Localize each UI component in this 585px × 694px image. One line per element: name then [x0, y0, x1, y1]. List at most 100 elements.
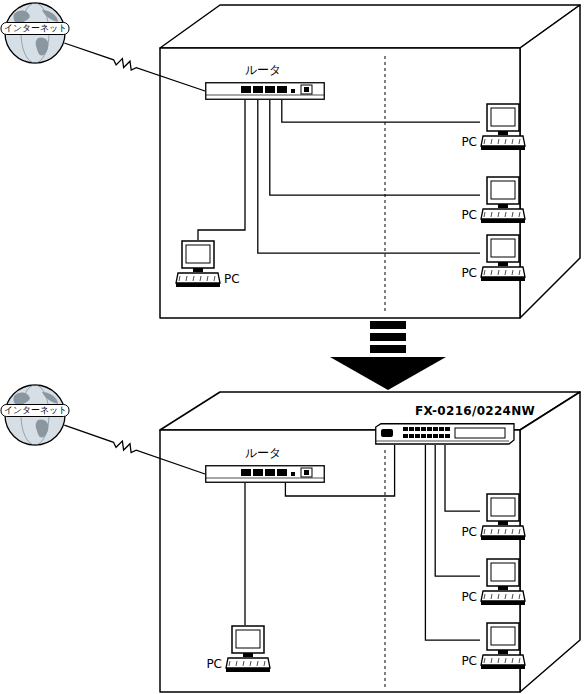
lan-port — [253, 469, 263, 476]
keyboard-key — [257, 661, 258, 666]
switch-port — [421, 434, 426, 438]
switch-body — [376, 424, 514, 444]
keyboard-key — [505, 212, 506, 217]
lan-port — [265, 86, 275, 93]
keyboard-key — [505, 594, 506, 599]
monitor-stand — [498, 131, 508, 135]
keyboard — [481, 655, 525, 665]
device-label: PC — [461, 135, 477, 149]
keyboard — [176, 273, 220, 283]
lan-cable — [258, 100, 480, 253]
pc-node: PC — [480, 234, 526, 282]
keyboard-key — [519, 529, 520, 534]
switch-panel — [455, 428, 505, 438]
pc-icon — [480, 176, 526, 224]
monitor-stand — [498, 262, 508, 266]
screen — [491, 498, 515, 516]
switch-port — [415, 427, 420, 431]
keyboard-key — [519, 658, 520, 663]
keyboard — [226, 658, 270, 668]
switch-icon — [375, 423, 515, 445]
keyboard-key — [512, 270, 513, 275]
keyboard — [481, 591, 525, 601]
keyboard-key — [236, 661, 237, 666]
keyboard-key — [498, 139, 499, 144]
switch-node: FX-0216/0224NW — [375, 423, 515, 445]
keyboard-key — [186, 276, 187, 281]
lan-port — [277, 469, 287, 476]
arrow-bar — [370, 333, 406, 341]
keyboard-key — [505, 270, 506, 275]
pc-node: PC — [480, 558, 526, 606]
wan-port-hole — [304, 87, 309, 92]
switch-port — [445, 434, 450, 438]
pc-icon — [480, 234, 526, 282]
switch-port — [439, 434, 444, 438]
continent — [36, 419, 49, 437]
router-icon — [205, 465, 325, 483]
switch-logo — [381, 429, 393, 437]
monitor-stand — [498, 204, 508, 208]
continent — [36, 37, 49, 55]
keyboard-base — [481, 665, 525, 669]
lan-port — [241, 469, 251, 476]
switch-port — [439, 427, 444, 431]
lan-cable — [270, 100, 480, 195]
router-edge — [206, 478, 324, 479]
router-edge — [206, 95, 324, 96]
partition-line — [385, 56, 386, 312]
keyboard-key — [484, 270, 485, 275]
room-top-face — [160, 392, 580, 430]
switch-port — [433, 434, 438, 438]
keyboard-key — [498, 529, 499, 534]
lan-port — [265, 469, 275, 476]
device-label: PC — [224, 272, 240, 286]
device-label: ルータ — [245, 63, 281, 77]
lan-cable — [425, 445, 480, 640]
keyboard-key — [491, 529, 492, 534]
wan-port-hole — [304, 470, 309, 475]
keyboard-base — [481, 219, 525, 223]
monitor — [487, 623, 519, 650]
keyboard-key — [512, 529, 513, 534]
screen — [491, 627, 515, 645]
keyboard-key — [498, 594, 499, 599]
monitor — [232, 626, 264, 653]
keyboard-key — [179, 276, 180, 281]
keyboard — [481, 526, 525, 536]
lan-cable — [198, 100, 245, 240]
monitor — [487, 177, 519, 204]
pc-node: PC — [480, 622, 526, 670]
monitor-stand — [193, 268, 203, 272]
pc-icon — [225, 625, 271, 673]
keyboard-key — [505, 658, 506, 663]
device-label: PC — [461, 590, 477, 604]
keyboard-key — [512, 594, 513, 599]
keyboard-key — [214, 276, 215, 281]
keyboard-key — [498, 270, 499, 275]
lan-cable — [445, 445, 480, 511]
device-label: PC — [206, 657, 222, 671]
lower-room — [160, 392, 580, 692]
switch-port — [403, 427, 408, 431]
keyboard-key — [484, 658, 485, 663]
monitor — [182, 241, 214, 268]
transition-arrow — [330, 321, 446, 390]
keyboard-key — [484, 529, 485, 534]
screen — [491, 239, 515, 257]
switch-port — [421, 427, 426, 431]
router-body — [206, 83, 325, 100]
router-body — [206, 466, 325, 483]
device-label: PC — [461, 266, 477, 280]
wan-port — [301, 468, 312, 477]
keyboard-key — [512, 658, 513, 663]
switch-port — [409, 434, 414, 438]
device-label: ルータ — [245, 446, 281, 460]
switch-port — [403, 434, 408, 438]
monitor-stand — [498, 521, 508, 525]
keyboard-key — [491, 270, 492, 275]
upper-room — [160, 5, 580, 318]
room-side-face — [520, 5, 580, 318]
pc-node: PC — [175, 240, 221, 288]
keyboard-key — [229, 661, 230, 666]
